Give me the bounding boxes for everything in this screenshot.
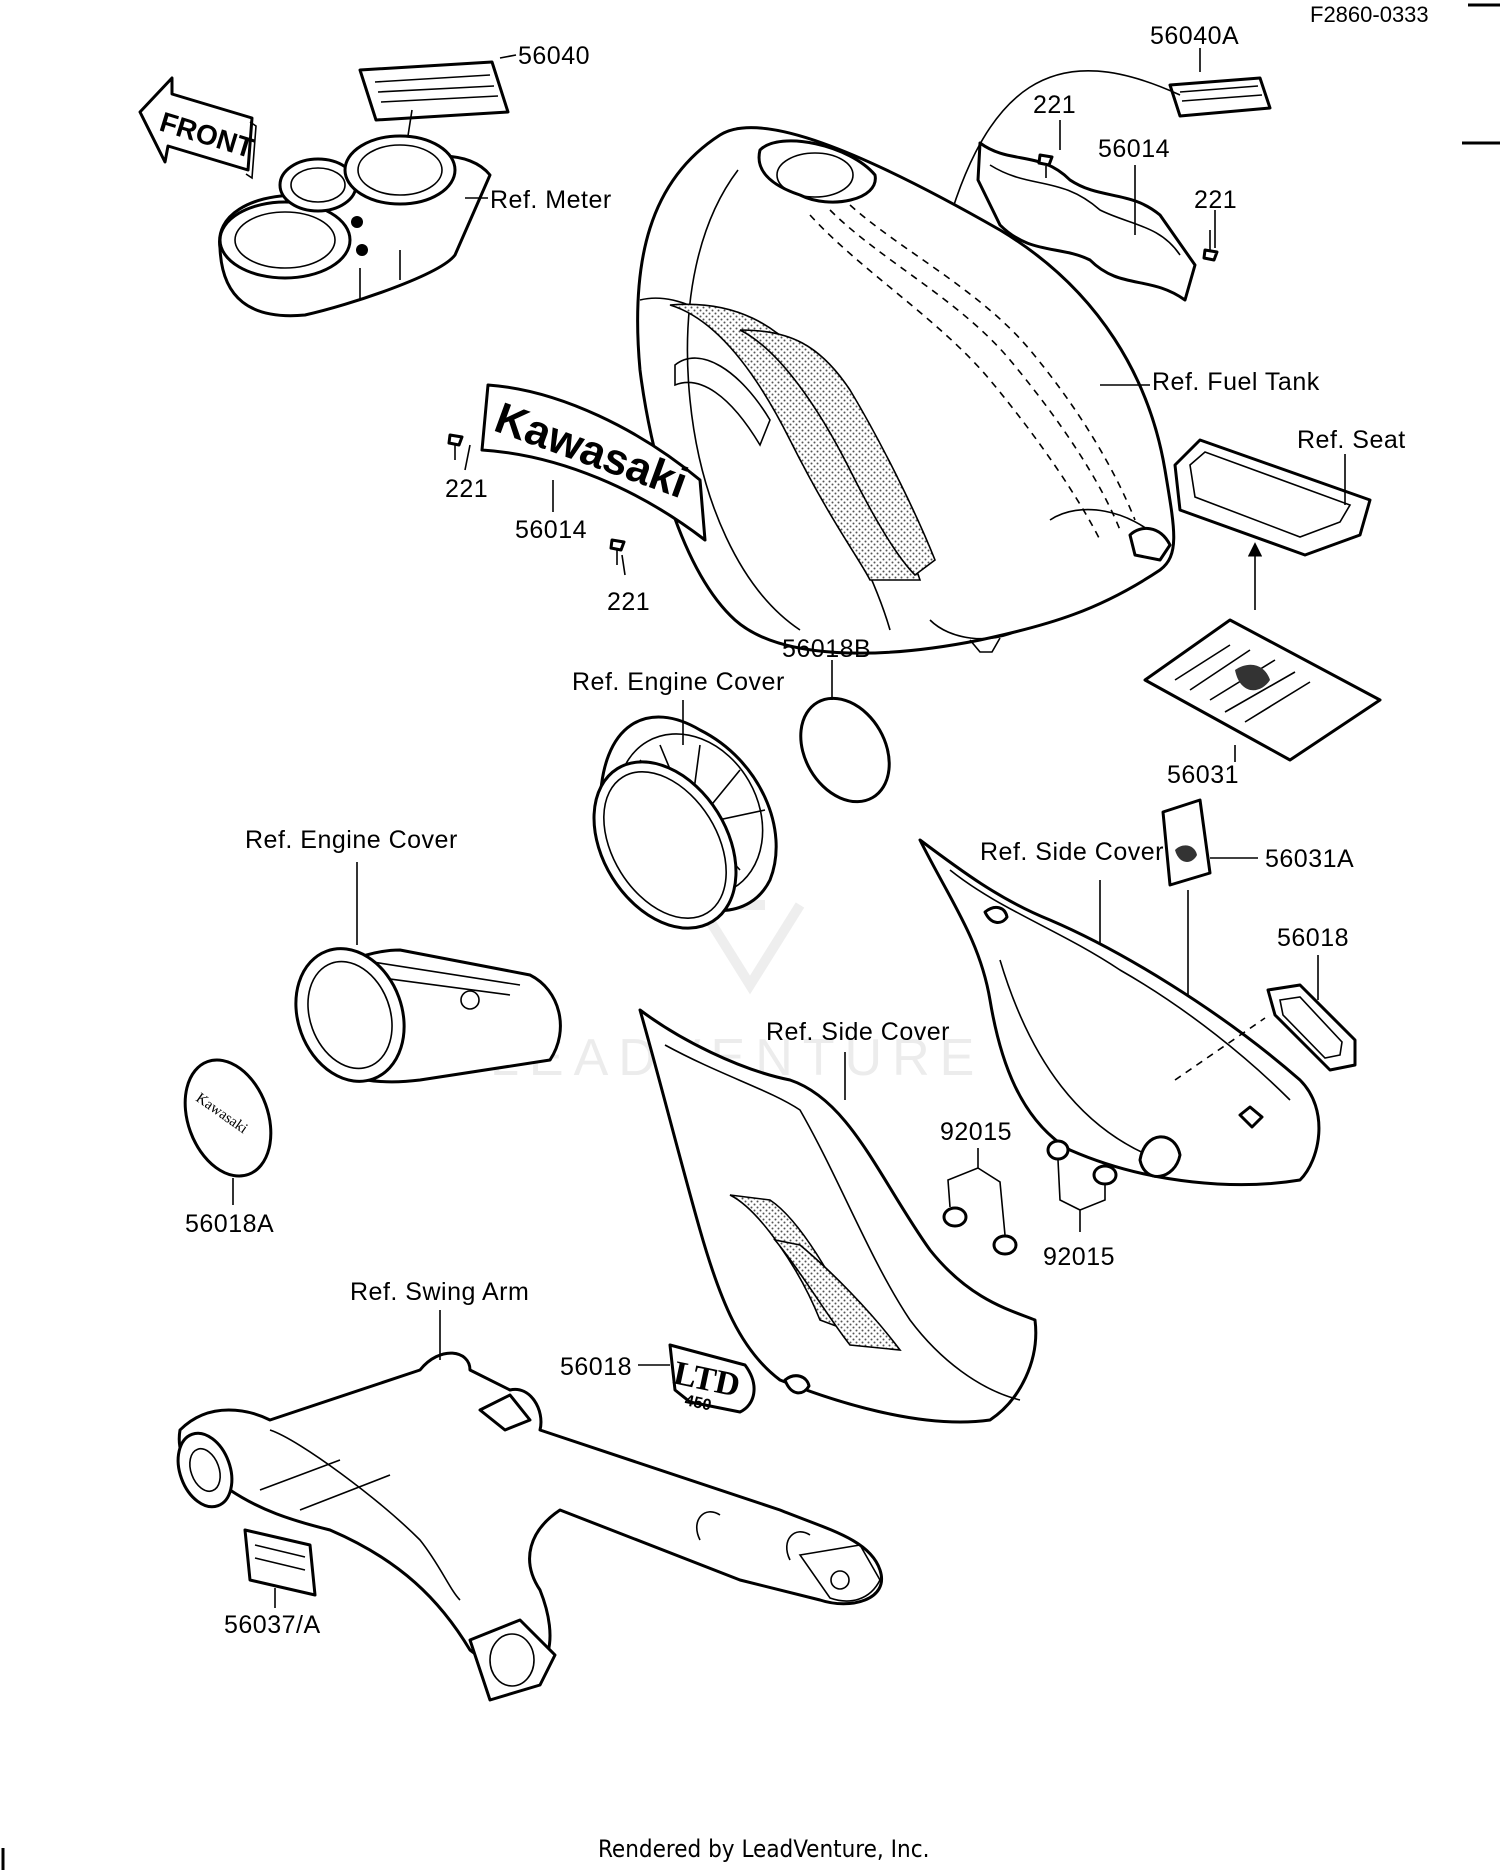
decal-56040 (358, 54, 517, 158)
label-ref-fuel-tank: Ref. Fuel Tank (1152, 368, 1320, 396)
label-221-right: 221 (1194, 186, 1237, 214)
label-ref-engine-cover-1: Ref. Engine Cover (572, 668, 785, 696)
label-56018-mid: 56018 (560, 1353, 632, 1381)
doc-code: F2860-0333 (1310, 2, 1429, 27)
ltd-emblem-sub: 450 (683, 1392, 713, 1414)
emblem-56018A-round: Kawasaki (183, 1058, 273, 1205)
fuel-tank (636, 126, 1176, 655)
engine-cover-side (294, 862, 562, 1084)
grommets-92015-a (942, 1148, 1018, 1256)
side-cover-right (918, 838, 1321, 1187)
label-ref-meter: Ref. Meter (490, 186, 612, 214)
engine-cover-round (592, 700, 778, 930)
ltd-emblem-56018: LTD 450 (638, 1343, 756, 1414)
label-56031A: 56031A (1265, 845, 1354, 873)
label-ref-side-cover-1: Ref. Side Cover (980, 838, 1164, 866)
credit-text: Rendered by LeadVenture, Inc. (598, 1835, 929, 1863)
watermark: LEADVENTURE (490, 900, 974, 1087)
label-56018A: 56018A (185, 1210, 274, 1238)
front-arrow-sign: FRONT (138, 76, 258, 180)
label-56018-right: 56018 (1277, 924, 1349, 952)
label-ref-seat: Ref. Seat (1297, 426, 1406, 454)
side-cover-left (638, 1008, 1038, 1424)
label-221-left-a: 221 (445, 475, 488, 503)
emblem-56018-right (1174, 955, 1357, 1081)
label-56040: 56040 (518, 42, 590, 70)
label-221-top: 221 (1033, 91, 1076, 119)
label-56018B: 56018B (782, 635, 871, 663)
grommets-92015-b (1046, 1139, 1118, 1232)
label-56031: 56031 (1167, 761, 1239, 789)
plate-56037A (243, 1528, 317, 1608)
label-ref-engine-cover-2: Ref. Engine Cover (245, 826, 458, 854)
label-221-left-b: 221 (607, 588, 650, 616)
label-sheet-56031 (1143, 618, 1382, 762)
label-56040A: 56040A (1150, 22, 1239, 50)
label-ref-side-cover-2: Ref. Side Cover (766, 1018, 950, 1046)
decal-56040A (930, 48, 1272, 278)
ring-56018B (799, 660, 891, 804)
swing-arm (176, 1310, 884, 1702)
label-56014-top: 56014 (1098, 135, 1170, 163)
seat (1173, 438, 1372, 610)
label-ref-swing-arm: Ref. Swing Arm (350, 1278, 529, 1306)
label-56037A: 56037/A (224, 1611, 321, 1639)
label-92015-a: 92015 (940, 1118, 1012, 1146)
emblem-strip-56014-top (976, 120, 1219, 302)
label-56014-left: 56014 (515, 516, 587, 544)
meter-assembly (218, 134, 492, 318)
label-92015-b: 92015 (1043, 1243, 1115, 1271)
callout-labels: 56040 56040A 221 56014 221 Ref. Meter Re… (185, 22, 1406, 1639)
